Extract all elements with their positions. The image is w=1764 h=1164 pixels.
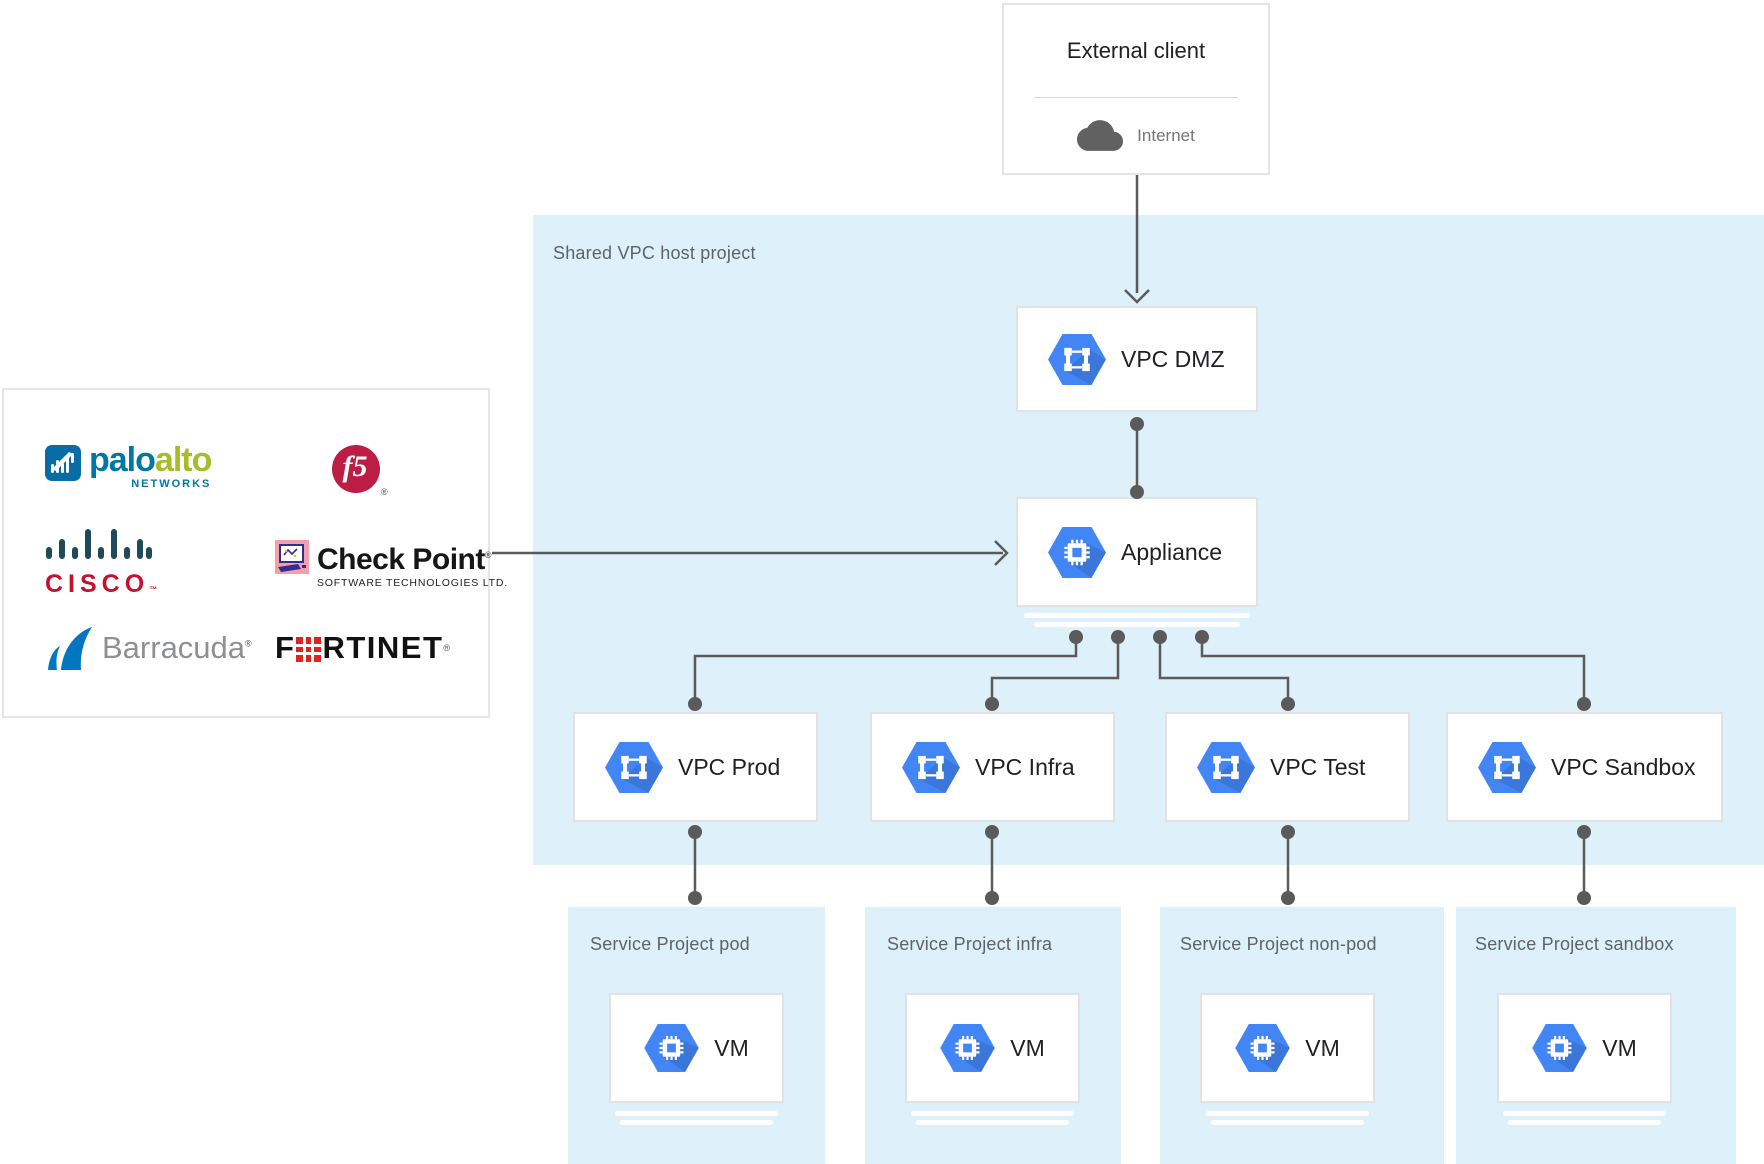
checkpoint-mark-icon: [275, 540, 309, 574]
vendor-appliances-card: paloalto NETWORKS f5 ®: [2, 388, 507, 718]
fortinet-grid-o-icon: [296, 636, 322, 662]
checkpoint-registered-mark: ®: [484, 550, 492, 560]
checkpoint-wordmark: Check Point®: [317, 543, 492, 576]
barracuda-logo: Barracuda®: [45, 625, 252, 671]
service-project-pod-label: Service Project pod: [590, 934, 750, 954]
cisco-bridge-icon: [46, 529, 152, 559]
vpc-dmz-node: VPC DMZ: [1016, 306, 1258, 412]
checkpoint-logo: Check Point® SOFTWARE TECHNOLOGIES LTD.: [275, 540, 508, 589]
appliance-node: Appliance: [1016, 497, 1258, 607]
vpc-sandbox-label: VPC Sandbox: [1551, 753, 1696, 780]
barracuda-registered-mark: ®: [245, 638, 252, 649]
barracuda-wordmark: Barracuda®: [102, 630, 252, 665]
vm-label: VM: [1010, 1034, 1045, 1061]
service-project-sandbox-label: Service Project sandbox: [1475, 934, 1674, 954]
cisco-wordmark: CISCO™: [45, 570, 158, 598]
vpc-sandbox-node: VPC Sandbox: [1446, 712, 1723, 822]
vm-sandbox-stack-line-1: [1503, 1111, 1666, 1116]
vm-node-sandbox: VM: [1497, 993, 1672, 1103]
compute-engine-icon: [1048, 526, 1106, 578]
barracuda-fin-icon: [48, 627, 92, 670]
external-client-card: External client Internet: [1002, 3, 1270, 175]
vpc-network-icon: [1478, 741, 1536, 793]
vpc-network-icon: [902, 741, 960, 793]
vm-node-pod: VM: [609, 993, 784, 1103]
vm-sandbox-stack-line-2: [1508, 1120, 1661, 1125]
cisco-tm-mark: ™: [149, 585, 158, 594]
appliance-stack-line-2: [1034, 622, 1240, 627]
vm-node-non-pod: VM: [1200, 993, 1375, 1103]
fortinet-registered-mark: ®: [443, 643, 451, 653]
vpc-test-label: VPC Test: [1270, 753, 1366, 780]
divider: [1034, 97, 1238, 98]
paloalto-mark-icon: [45, 445, 81, 481]
paloalto-logo: paloalto NETWORKS: [45, 441, 212, 490]
f5-registered-mark: ®: [381, 487, 388, 497]
vpc-prod-label: VPC Prod: [678, 753, 781, 780]
appliance-stack-line-1: [1024, 613, 1250, 618]
vm-node-infra: VM: [905, 993, 1080, 1103]
fortinet-suffix: RTINET: [322, 630, 444, 665]
vpc-test-node: VPC Test: [1165, 712, 1410, 822]
shared-vpc-host-project-label: Shared VPC host project: [553, 243, 756, 263]
vm-pod-stack-line-2: [620, 1120, 773, 1125]
vpc-network-icon: [1048, 333, 1106, 385]
vpc-network-icon: [605, 741, 663, 793]
vm-label: VM: [714, 1034, 749, 1061]
vm-label: VM: [1602, 1034, 1637, 1061]
vpc-network-icon: [1197, 741, 1255, 793]
compute-engine-icon: [940, 1024, 996, 1072]
vpc-dmz-label: VPC DMZ: [1121, 345, 1225, 372]
f5-mark-icon: f5: [332, 445, 380, 493]
fortinet-prefix: F: [275, 630, 296, 665]
paloalto-wordmark: paloalto: [89, 441, 212, 479]
compute-engine-icon: [1235, 1024, 1291, 1072]
cloud-icon: [1077, 120, 1124, 151]
compute-engine-icon: [644, 1024, 700, 1072]
appliance-label: Appliance: [1121, 538, 1223, 565]
fortinet-logo: F RTINET ®: [275, 630, 450, 666]
paloalto-subtext: NETWORKS: [131, 478, 212, 490]
external-client-title: External client: [1066, 38, 1206, 63]
vm-non-pod-stack-line-1: [1206, 1111, 1369, 1116]
f5-logo: f5 ®: [332, 445, 388, 497]
vm-infra-stack-line-2: [916, 1120, 1069, 1125]
vm-infra-stack-line-1: [911, 1111, 1074, 1116]
internet-label: Internet: [1137, 125, 1195, 145]
vm-pod-stack-line-1: [615, 1111, 778, 1116]
vm-label: VM: [1305, 1034, 1340, 1061]
cisco-logo: CISCO™: [45, 527, 158, 599]
vpc-prod-node: VPC Prod: [573, 712, 818, 822]
vm-non-pod-stack-line-2: [1211, 1120, 1364, 1125]
service-project-infra-label: Service Project infra: [887, 934, 1053, 954]
checkpoint-subtext: SOFTWARE TECHNOLOGIES LTD.: [317, 577, 508, 589]
service-project-non-pod-label: Service Project non-pod: [1180, 934, 1377, 954]
vpc-infra-node: VPC Infra: [870, 712, 1115, 822]
compute-engine-icon: [1532, 1024, 1588, 1072]
vpc-infra-label: VPC Infra: [975, 753, 1075, 780]
